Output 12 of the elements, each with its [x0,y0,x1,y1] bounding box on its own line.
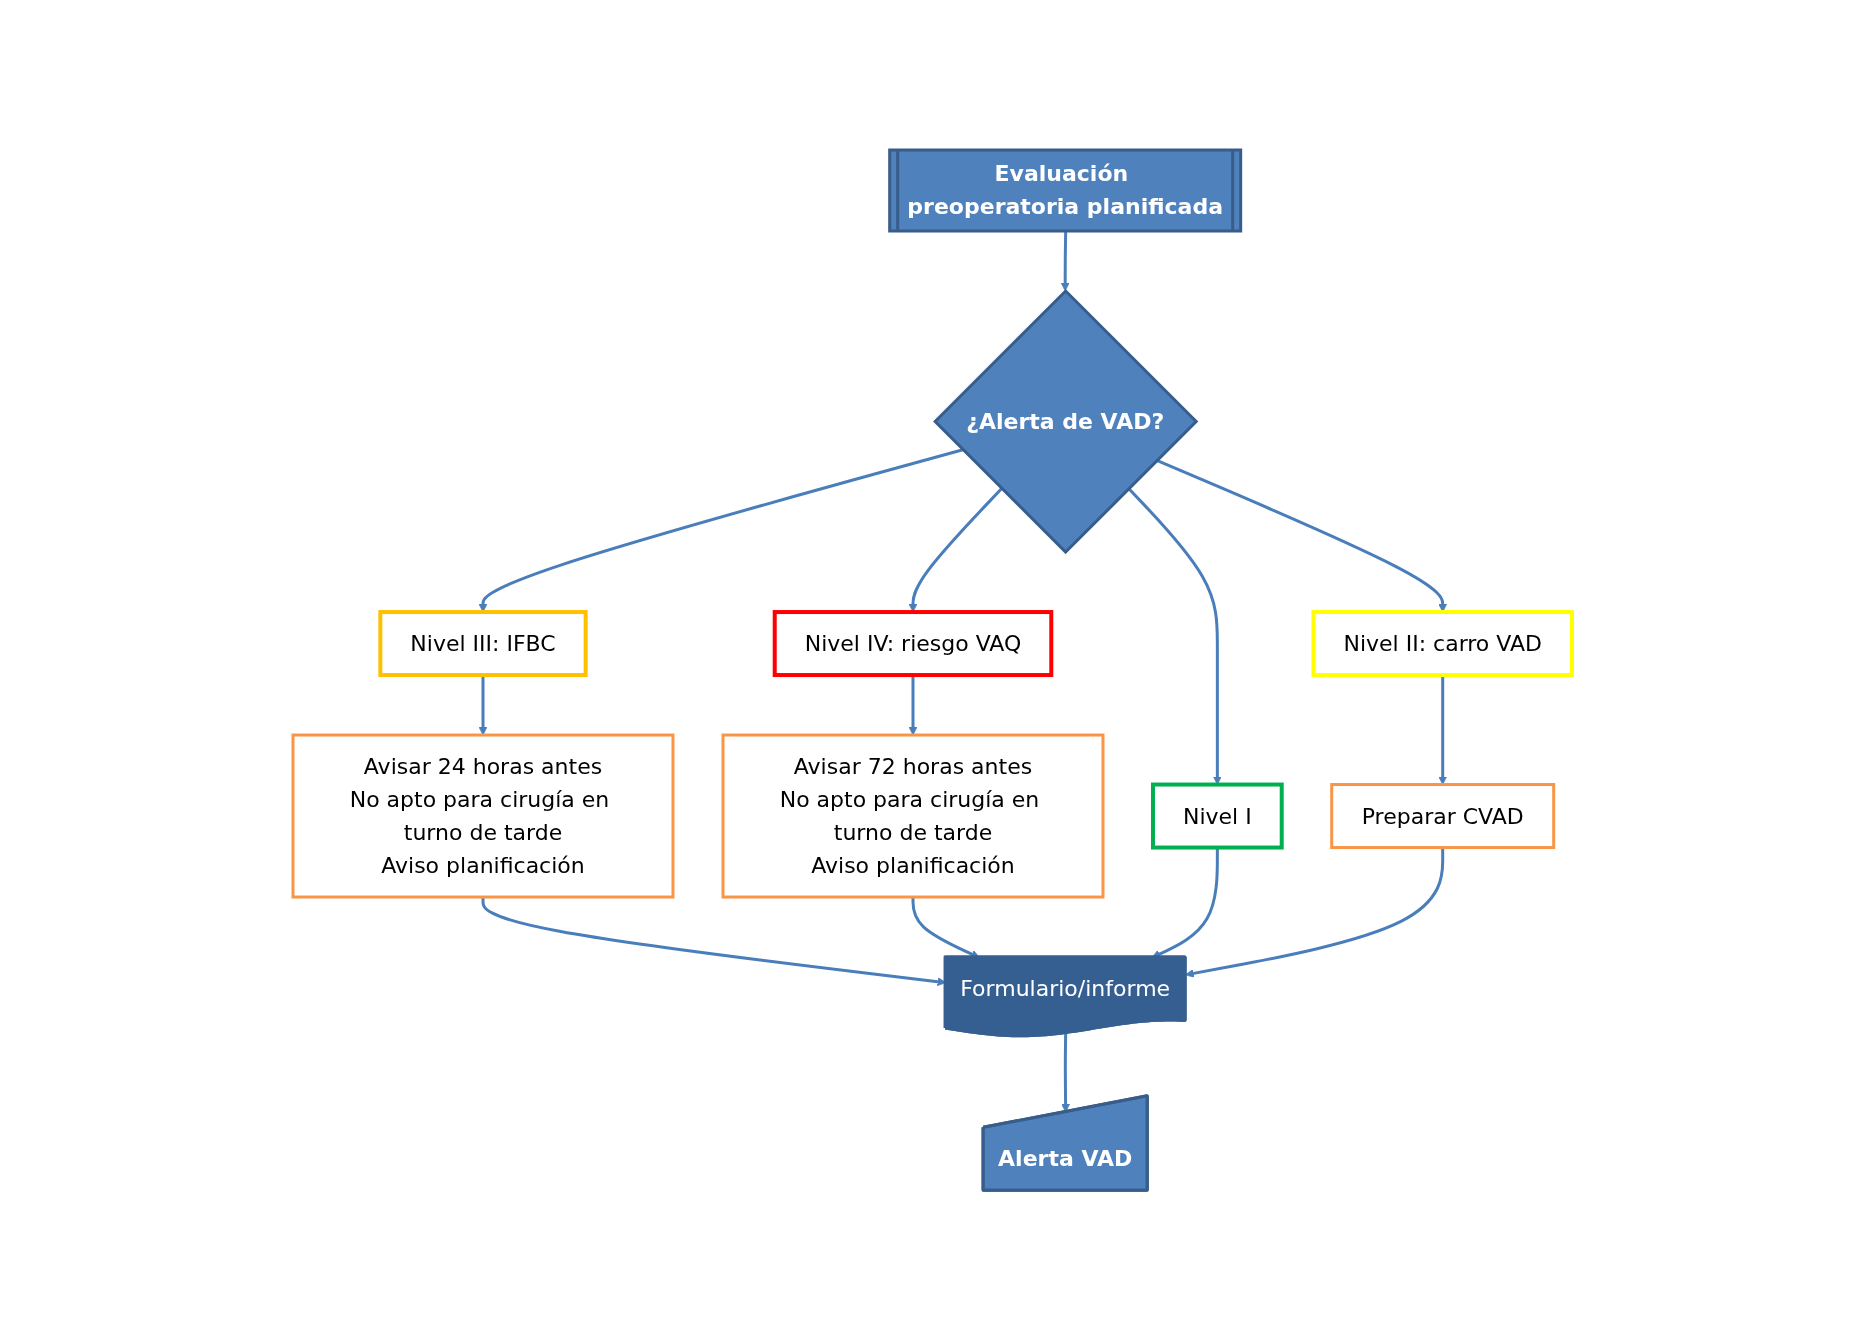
node-box: Avisar 24 horas antes No apto para cirugía en turno de tarde Aviso planificación [291,733,674,899]
node-box: Nivel IV: riesgo VAQ [772,609,1053,677]
arrow [1060,231,1070,292]
node-box: Nivel II: carro VAD [1310,609,1574,677]
arrow [1184,847,1444,978]
arrow [1437,674,1447,785]
arrow [1127,487,1222,785]
node-box: Nivel I [1150,782,1284,850]
node-box: Avisar 72 horas antes No apto para cirugía en turno de tarde Aviso planificación [721,733,1104,899]
node-box: Preparar CVAD [1329,782,1555,849]
node-diamond: ¿Alerta de VAD? [932,288,1198,555]
node-box: Nivel III: IFBC [377,609,588,677]
